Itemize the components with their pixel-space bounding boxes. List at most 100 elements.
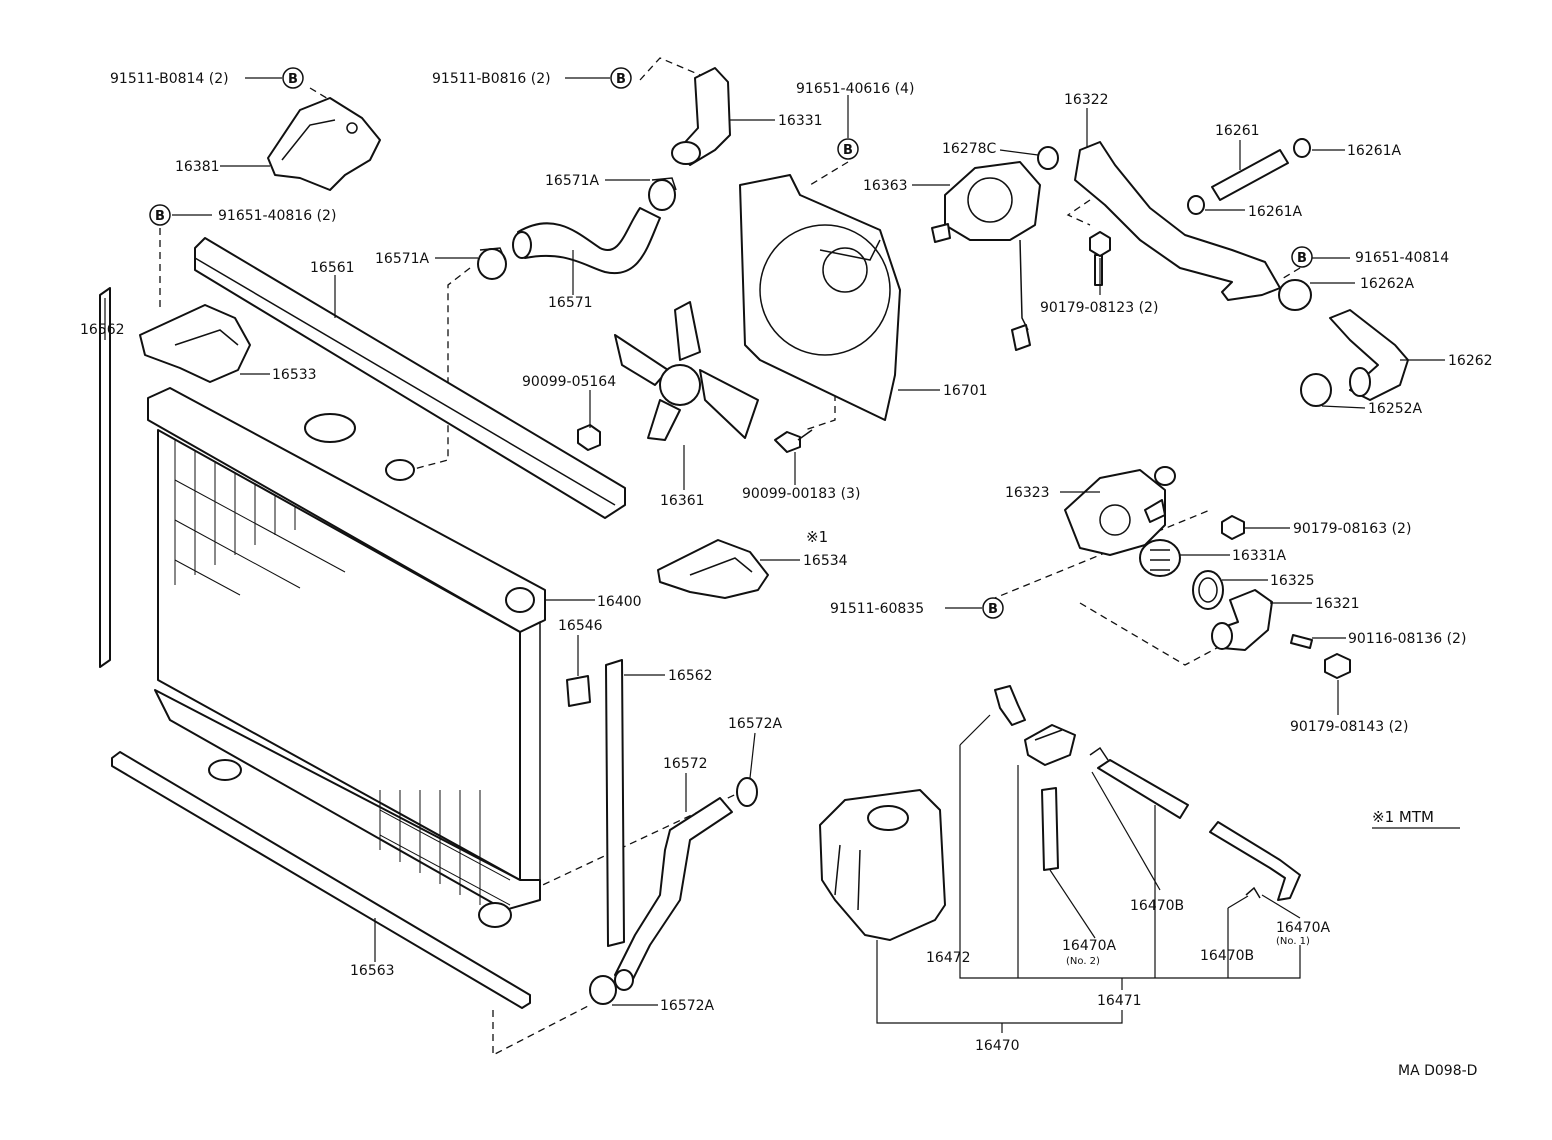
label-16321: 16321	[1315, 596, 1360, 612]
cap-hose-16472-drawing	[994, 685, 1076, 766]
label-16562-left: 16562	[80, 322, 125, 338]
label-16472: 16472	[926, 950, 971, 966]
label-16471: 16471	[1097, 993, 1142, 1009]
label-16572a-bot: 16572A	[660, 998, 715, 1014]
clamp-16262a-drawing	[1278, 279, 1312, 311]
nut-90099-05164-drawing	[577, 424, 601, 451]
label-16262a: 16262A	[1360, 276, 1415, 292]
seal-strip-16561-drawing	[194, 237, 626, 519]
label-16571: 16571	[548, 295, 593, 311]
label-91651-40816: 91651-40816 (2)	[218, 208, 336, 224]
stud-90116-08136-drawing	[1290, 634, 1313, 649]
label-16701: 16701	[943, 383, 988, 399]
label-16261a-top: 16261A	[1347, 143, 1402, 159]
label-16262: 16262	[1448, 353, 1493, 369]
marker-b-2: B	[610, 67, 632, 89]
seal-16562-right-drawing	[605, 659, 625, 947]
lower-hose-16572-drawing	[614, 797, 733, 991]
fan-motor-16363-drawing	[931, 161, 1041, 351]
screw-90099-00183-drawing	[774, 429, 813, 453]
label-16323: 16323	[1005, 485, 1050, 501]
hose-16470a-no1-drawing	[1209, 821, 1301, 901]
svg-text:B: B	[155, 209, 165, 224]
label-16561: 16561	[310, 260, 355, 276]
label-90179-08163: 90179-08163 (2)	[1293, 521, 1411, 537]
note-legend-mtm: ※1 MTM	[1372, 808, 1434, 826]
marker-b-1: B	[282, 67, 304, 89]
pad-16546-drawing	[566, 675, 591, 707]
water-inlet-cover-16321-drawing	[1211, 589, 1273, 651]
assembly-brackets	[876, 745, 1301, 1033]
label-16470: 16470	[975, 1038, 1020, 1054]
label-90099-05164: 90099-05164	[522, 374, 616, 390]
gasket-16325-drawing	[1192, 570, 1224, 610]
label-16361: 16361	[660, 493, 705, 509]
label-16325: 16325	[1270, 573, 1315, 589]
nut-90179-08143-drawing	[1324, 653, 1351, 679]
clamp-16261a-top-drawing	[1293, 138, 1311, 158]
water-inlet-16323-drawing	[1064, 466, 1176, 556]
o-ring-16278c-drawing	[1037, 146, 1059, 170]
fan-shroud-16701-drawing	[739, 174, 901, 421]
leader-lines	[104, 77, 1445, 1006]
label-90099-00183: 90099-00183 (3)	[742, 486, 860, 502]
label-16470a-no1: 16470A	[1276, 920, 1331, 936]
label-16563: 16563	[350, 963, 395, 979]
marker-b-3: B	[837, 138, 859, 160]
label-16400: 16400	[597, 594, 642, 610]
label-16322: 16322	[1064, 92, 1109, 108]
svg-text:B: B	[288, 72, 298, 87]
clamp-16261a-mid-drawing	[1187, 195, 1205, 215]
label-90179-08143: 90179-08143 (2)	[1290, 719, 1408, 735]
label-91651-40814: 91651-40814	[1355, 250, 1449, 266]
label-16381: 16381	[175, 159, 220, 175]
label-16470a-no2: 16470A	[1062, 938, 1117, 954]
clamp-16572a-bot-drawing	[589, 975, 617, 1005]
seal-strip-16563-drawing	[111, 751, 531, 1009]
label-16534: 16534	[803, 553, 848, 569]
reservoir-tank-16470-drawing	[819, 789, 946, 941]
part-labels: 91511-B0814 (2) 91511-B0816 (2) 91651-40…	[80, 71, 1493, 1079]
label-16470b-mid: 16470B	[1130, 898, 1184, 914]
label-16546: 16546	[558, 618, 603, 634]
support-16534-drawing	[657, 539, 769, 599]
label-16572a-top: 16572A	[728, 716, 783, 732]
hose-clamp-16571a-upper	[648, 177, 677, 211]
svg-text:B: B	[616, 72, 626, 87]
clamp-16252a-drawing	[1300, 373, 1332, 407]
label-16261: 16261	[1215, 123, 1260, 139]
label-16331: 16331	[778, 113, 823, 129]
bracket-16381-drawing	[267, 97, 381, 191]
nut-90179-08123-drawing	[1089, 231, 1111, 257]
support-16533-drawing	[139, 304, 251, 383]
label-91511-60835: 91511-60835	[830, 601, 924, 617]
label-16562-right: 16562	[668, 668, 713, 684]
water-outlet-16331-drawing	[671, 67, 731, 166]
label-16261a-mid: 16261A	[1248, 204, 1303, 220]
label-16533: 16533	[272, 367, 317, 383]
upper-hose-16571-drawing	[512, 207, 661, 275]
note-mark-1: ※1	[806, 528, 828, 546]
label-91511-b0814: 91511-B0814 (2)	[110, 71, 229, 87]
nut-90179-08163-drawing	[1221, 515, 1245, 540]
fan-16361-drawing	[614, 301, 759, 441]
label-90179-08123: 90179-08123 (2)	[1040, 300, 1158, 316]
label-16571a-top: 16571A	[545, 173, 600, 189]
label-91651-40616: 91651-40616 (4)	[796, 81, 914, 97]
label-16470b-low: 16470B	[1200, 948, 1254, 964]
label-16363: 16363	[863, 178, 908, 194]
hose-16470b-drawing	[1089, 746, 1261, 899]
svg-text:B: B	[843, 143, 853, 158]
label-90116-08136: 90116-08136 (2)	[1348, 631, 1466, 647]
radiator-core-grid	[174, 440, 511, 906]
label-16278c: 16278C	[942, 141, 997, 157]
label-16571a-mid: 16571A	[375, 251, 430, 267]
marker-b-4: B	[149, 204, 171, 226]
hose-16262-drawing	[1329, 309, 1409, 401]
svg-text:B: B	[1297, 251, 1307, 266]
thermostat-16331a-drawing	[1139, 539, 1181, 577]
pipe-16470a-no2-drawing	[1041, 787, 1059, 871]
clamp-16572a-top-drawing	[736, 777, 758, 807]
sublabel-no1: (No. 1)	[1276, 936, 1310, 947]
